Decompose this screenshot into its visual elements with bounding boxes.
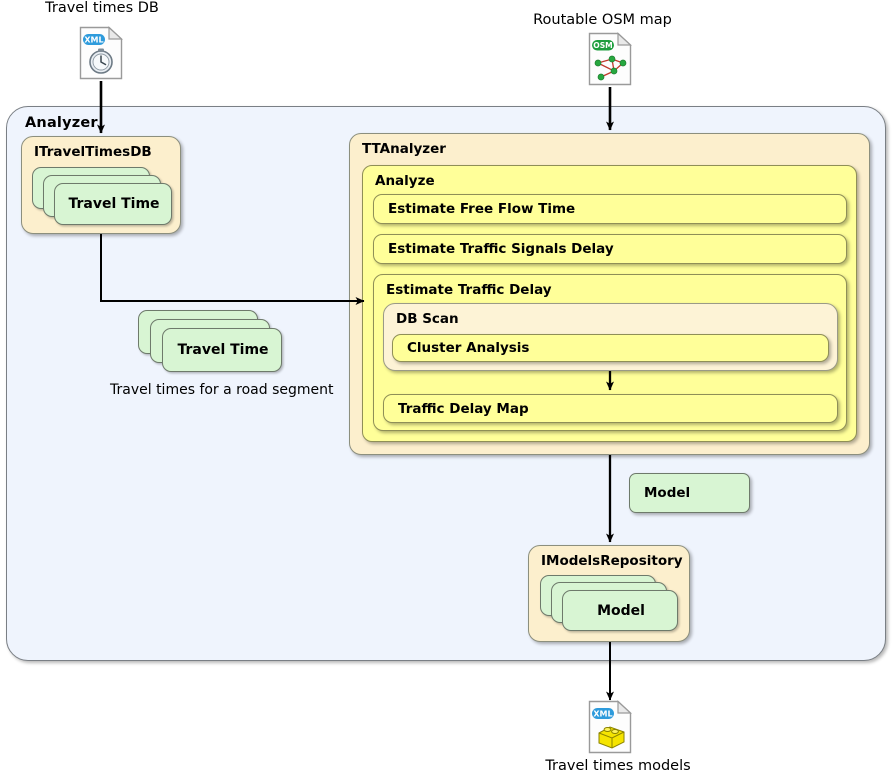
osm-graph-file-icon: OSM <box>588 32 633 86</box>
estimate-traffic-delay-title: Estimate Traffic Delay <box>386 282 552 298</box>
estimate-free-flow-time-step[interactable]: Estimate Free Flow Time <box>373 194 847 224</box>
travel-times-models-label: Travel times models <box>545 758 691 774</box>
traveltime-stack-segment: Travel Time <box>138 310 283 372</box>
cluster-analysis-step[interactable]: Cluster Analysis <box>392 334 829 362</box>
travel-times-db-label: Travel times DB <box>45 0 159 16</box>
road-segment-caption: Travel times for a road segment <box>110 382 334 398</box>
traffic-delay-map-box[interactable]: Traffic Delay Map <box>383 394 838 423</box>
ttanalyzer-title: TTAnalyzer <box>362 141 446 157</box>
segment-stack-label: Travel Time <box>177 342 269 358</box>
db-scan-title: DB Scan <box>396 311 459 327</box>
imodelsrepository-title: IModelsRepository <box>541 553 683 569</box>
model-artifact-label: Model <box>644 485 691 501</box>
traffic-delay-map-label: Traffic Delay Map <box>398 400 529 417</box>
analyzer-title: Analyzer <box>25 115 98 131</box>
traveltime-stack-layer-front: Travel Time <box>54 183 172 225</box>
itraveltimesdb-title: ITravelTimesDB <box>34 144 152 160</box>
svg-text:XML: XML <box>84 36 103 45</box>
model-stack-label: Model <box>597 602 645 619</box>
estimate-free-flow-time-label: Estimate Free Flow Time <box>388 201 576 217</box>
svg-text:OSM: OSM <box>593 41 612 50</box>
cluster-analysis-label: Cluster Analysis <box>407 340 530 356</box>
estimate-traffic-signals-delay-step[interactable]: Estimate Traffic Signals Delay <box>373 234 847 264</box>
svg-text:XML: XML <box>593 710 612 719</box>
model-stack-repository: Model <box>540 575 680 631</box>
segment-stack-layer-front: Travel Time <box>162 328 282 372</box>
routable-osm-map-label: Routable OSM map <box>533 12 672 28</box>
model-artifact-box: Model <box>629 473 750 513</box>
xml-brick-file-icon: XML <box>588 700 633 754</box>
model-stack-layer-front: Model <box>562 590 678 631</box>
xml-stopwatch-file-icon: XML <box>79 26 124 80</box>
estimate-traffic-signals-delay-label: Estimate Traffic Signals Delay <box>388 241 614 257</box>
traveltime-stack-label: Travel Time <box>68 196 160 212</box>
analyze-title: Analyze <box>375 173 435 189</box>
traveltime-stack-db: Travel Time <box>32 167 172 225</box>
